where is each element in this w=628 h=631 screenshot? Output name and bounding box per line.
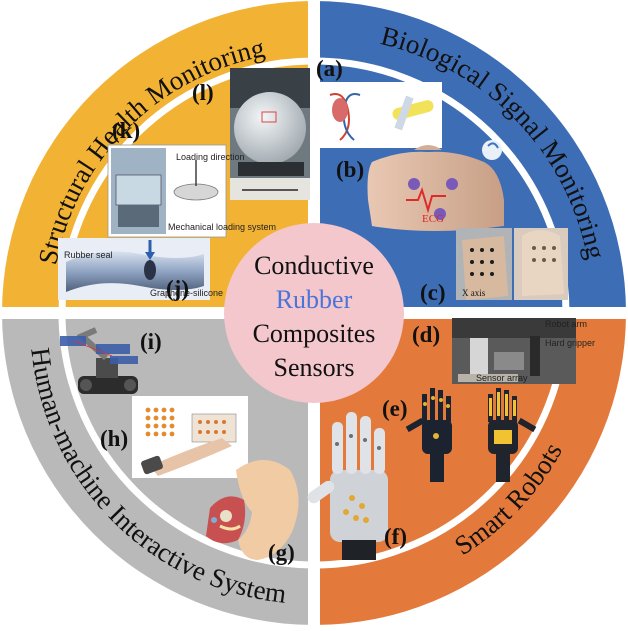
panel-label-e: (e) <box>382 396 408 421</box>
panel-label-h: (h) <box>100 426 128 451</box>
center-line-composites: Composites <box>253 319 376 348</box>
label-robot-arm: Robot arm <box>545 319 587 329</box>
panel-label-c: (c) <box>420 280 446 305</box>
image-b-torso-ecg: ECG <box>367 140 504 231</box>
panel-label-g: (g) <box>268 540 295 565</box>
image-g-ear-model <box>206 460 299 560</box>
label-ecg: ECG <box>422 213 444 225</box>
center-line-conductive: Conductive <box>254 251 374 280</box>
image-c-glove-sensors: X axis <box>456 228 568 300</box>
image-h-arm-sensor <box>132 396 248 478</box>
image-e-robotic-hands <box>405 388 537 482</box>
panel-label-b: (b) <box>336 157 364 182</box>
label-x-axis: X axis <box>462 288 486 298</box>
image-j-rubber-seal: Rubber seal Graphene-silicone <box>58 238 223 300</box>
label-graphene: Graphene-silicone <box>150 288 223 298</box>
image-k-loading-system: Mechanical loading system Loading direct… <box>107 144 276 238</box>
label-sensor-array: Sensor array <box>476 373 528 383</box>
image-d-robot-arm: Robot arm Hard gripper Sensor array <box>452 318 595 384</box>
label-rubber-seal: Rubber seal <box>64 250 113 260</box>
image-a-physiology <box>314 82 442 148</box>
image-i-tracked-robot <box>60 327 138 394</box>
label-mechanical-loading: Mechanical loading system <box>168 222 276 232</box>
center-circle <box>224 223 404 403</box>
panel-label-d: (d) <box>412 322 440 347</box>
image-l-sphere-test <box>230 68 310 200</box>
label-loading-direction-k: Loading direction <box>176 152 245 162</box>
panel-label-k: (k) <box>112 118 140 143</box>
center-line-rubber: Rubber <box>276 285 353 314</box>
quadrant-smart-robots <box>314 313 626 625</box>
center-line-sensors: Sensors <box>274 353 355 382</box>
label-hard-gripper: Hard gripper <box>545 338 595 348</box>
panel-label-j: (j) <box>166 276 189 301</box>
panel-label-i: (i) <box>140 329 162 354</box>
panel-label-l: (l) <box>192 80 214 105</box>
panel-label-a: (a) <box>316 56 343 81</box>
image-f-robot-hand <box>307 412 388 560</box>
panel-label-f: (f) <box>384 524 407 549</box>
